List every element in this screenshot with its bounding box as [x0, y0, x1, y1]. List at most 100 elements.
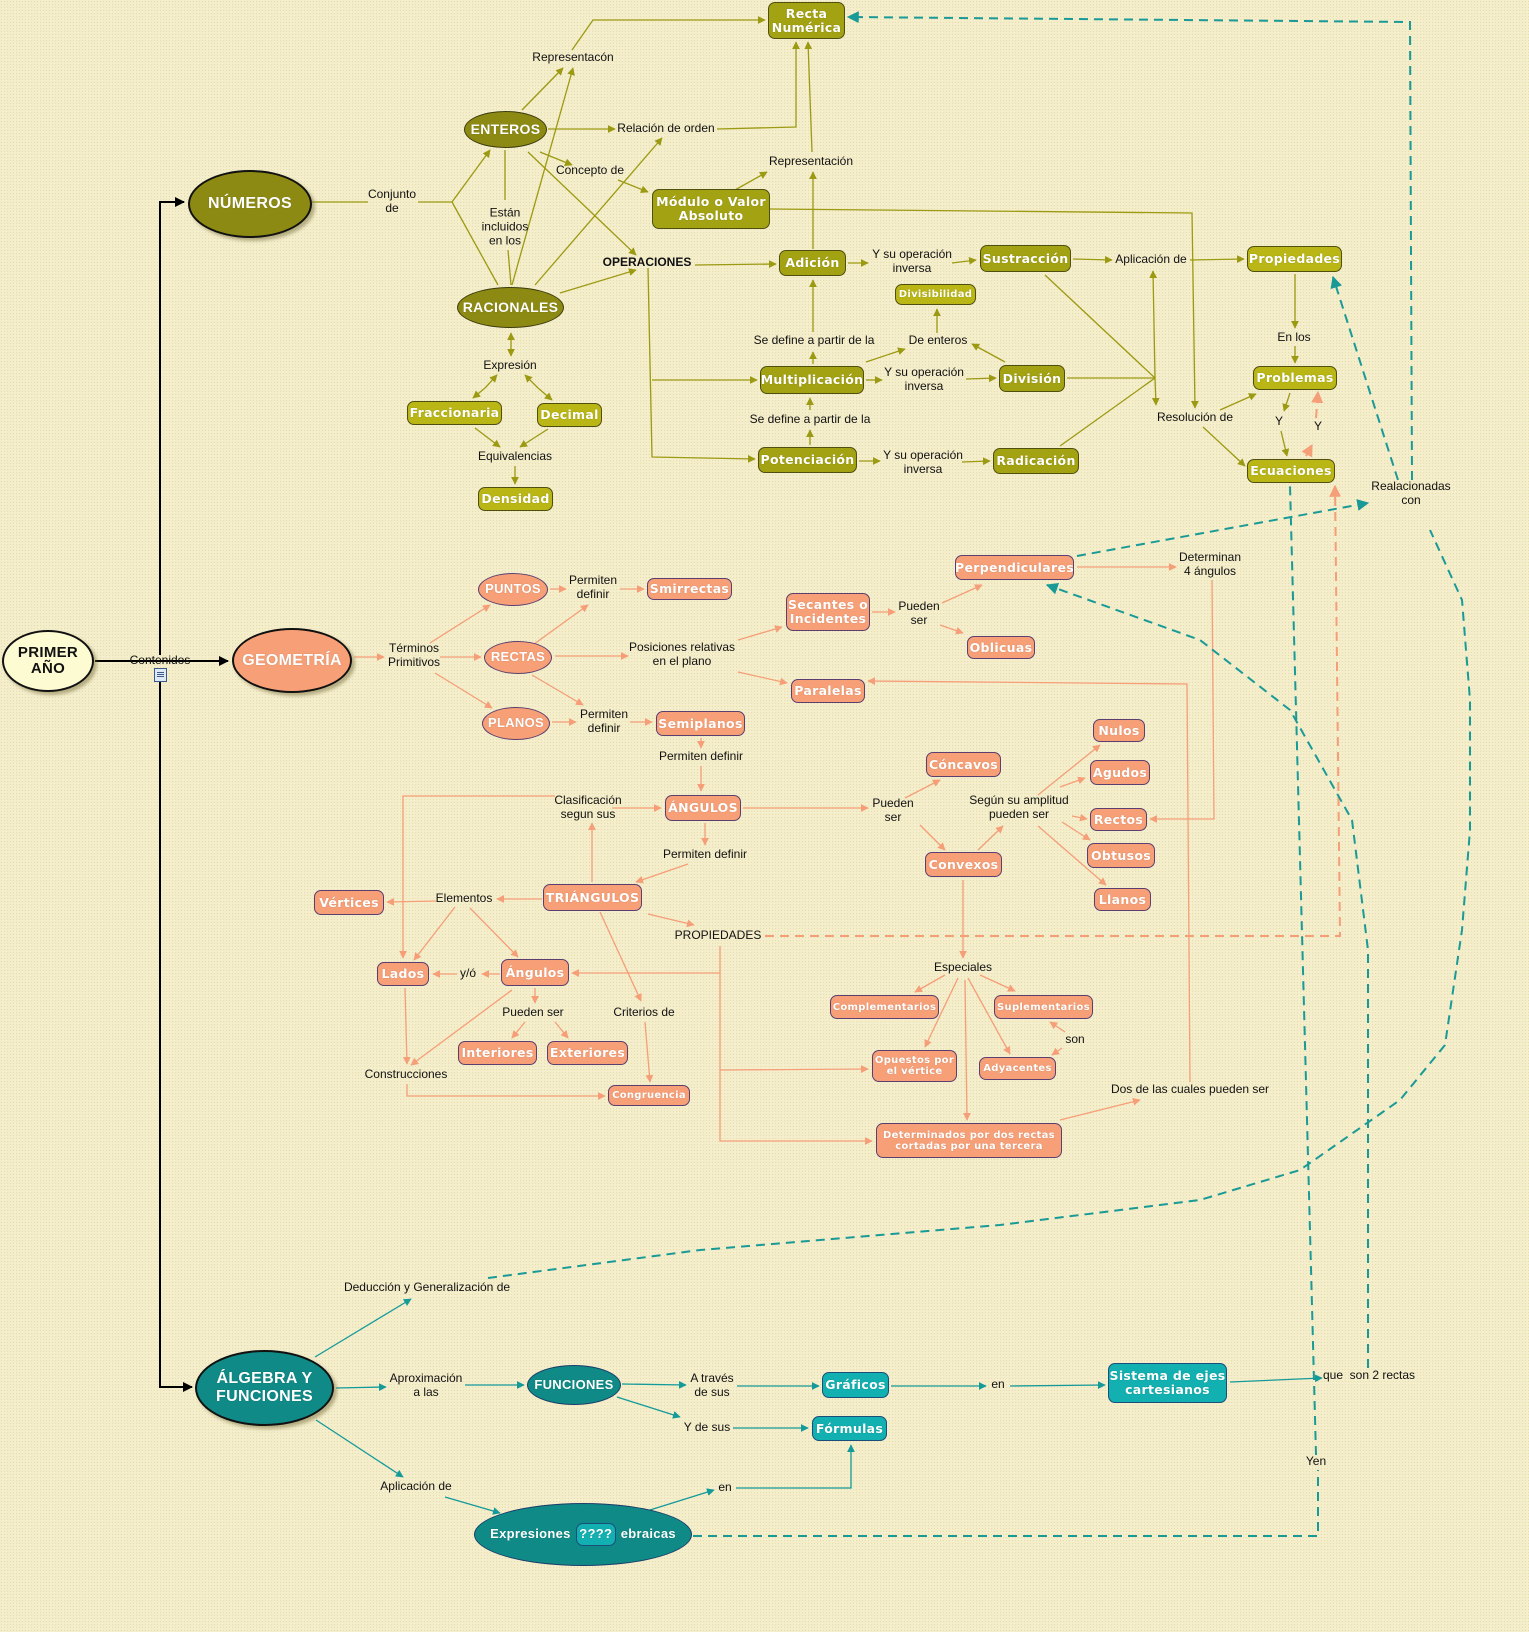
node-rectos[interactable]: Rectos — [1090, 808, 1147, 831]
connector-136 — [1009, 1381, 1106, 1389]
label-permiten-3: Permiten definir — [658, 749, 744, 764]
node-exteriores[interactable]: Exteriores — [547, 1041, 628, 1065]
node-problemas[interactable]: Problemas — [1253, 366, 1337, 390]
node-formulas[interactable]: Fórmulas — [812, 1416, 887, 1441]
label-y-2: Y — [1313, 419, 1323, 434]
connector-40 — [961, 457, 991, 466]
node-radicacion[interactable]: Radicación — [993, 448, 1079, 474]
label-aplicacion-de: Aplicación de — [380, 1479, 452, 1494]
connector-22 — [769, 208, 1199, 409]
connector-106 — [719, 946, 873, 1145]
node-triangulos[interactable]: TRIÁNGULOS — [543, 884, 642, 911]
connector-139 — [736, 1444, 855, 1489]
connector-87 — [399, 795, 555, 959]
connector-17 — [507, 249, 512, 286]
connector-80 — [1149, 579, 1215, 823]
node-graficos[interactable]: Gráficos — [822, 1372, 889, 1398]
node-paralelas[interactable]: Paralelas — [791, 679, 865, 703]
node-agudos[interactable]: Agudos — [1090, 760, 1150, 785]
connector-99 — [554, 1021, 569, 1039]
node-adicion[interactable]: Adición — [779, 250, 846, 276]
node-convexos[interactable]: Convexos — [925, 852, 1002, 877]
node-nulos[interactable]: Nulos — [1093, 719, 1145, 742]
node-determinados[interactable]: Determinados por dos rectas cortadas por… — [876, 1123, 1062, 1158]
node-congruencia[interactable]: Congruencia — [608, 1085, 690, 1106]
root-node-primer-ano[interactable]: PRIMER AÑO — [2, 630, 94, 692]
node-puntos[interactable]: PUNTOS — [478, 573, 548, 606]
node-expresiones-algebraicas[interactable]: Expresiones ???? ebraicas — [474, 1503, 692, 1566]
node-vertices[interactable]: Vértices — [314, 890, 384, 915]
node-division[interactable]: División — [999, 365, 1065, 392]
node-funciones[interactable]: FUNCIONES — [527, 1365, 621, 1405]
node-fraccionaria[interactable]: Fraccionaria — [407, 401, 502, 425]
node-obtusos[interactable]: Obtusos — [1087, 843, 1155, 868]
label-propiedades: PROPIEDADES — [674, 928, 762, 943]
dashed-connector-141 — [1289, 485, 1317, 1456]
node-angulos[interactable]: ÁNGULOS — [665, 795, 741, 821]
connector-71 — [737, 625, 783, 641]
connector-12 — [539, 151, 573, 166]
connector-41 — [1044, 274, 1156, 379]
placeholder-box[interactable]: ???? — [575, 1523, 616, 1546]
algebra-node[interactable]: ÁLGEBRA Y FUNCIONES — [195, 1350, 334, 1426]
node-planos[interactable]: PLANOS — [482, 707, 550, 740]
node-smirrectas[interactable]: Smirrectas — [647, 578, 732, 600]
node-semiplanos[interactable]: Semiplanos — [656, 711, 745, 736]
label-incluidos: Están incluidos en los — [481, 205, 529, 247]
label-que-son-2-rectas: que son 2 rectas — [1322, 1368, 1416, 1383]
node-concavos[interactable]: Cóncavos — [926, 752, 1001, 777]
node-sistema-cartesiano[interactable]: Sistema de ejes cartesianos — [1108, 1363, 1227, 1403]
label-especiales: Especiales — [933, 960, 993, 975]
node-interiores[interactable]: Interiores — [458, 1041, 537, 1065]
label-de-enteros: De enteros — [908, 333, 968, 348]
connector-57 — [472, 387, 486, 399]
node-racionales[interactable]: RACIONALES — [457, 287, 564, 328]
node-oblicuas[interactable]: Oblicuas — [967, 636, 1035, 659]
connector-43 — [1059, 377, 1156, 447]
connector-103 — [599, 911, 642, 1002]
node-potenciacion[interactable]: Potenciación — [758, 447, 857, 473]
connector-112 — [977, 825, 1004, 851]
node-lados[interactable]: Lados — [377, 962, 429, 986]
connector-82 — [1059, 1097, 1141, 1121]
node-ecuaciones[interactable]: Ecuaciones — [1247, 459, 1335, 483]
node-rectas[interactable]: RECTAS — [484, 641, 552, 674]
contenidos-label: Contenidos — [129, 653, 191, 668]
dashed-connector-146 — [487, 529, 1471, 1279]
connector-60 — [474, 427, 501, 448]
label-define-2: Se define a partir de la — [749, 412, 871, 427]
connector-116 — [1061, 821, 1091, 841]
node-perpendiculares[interactable]: Perpendiculares — [955, 555, 1074, 580]
geometria-node[interactable]: GEOMETRÍA — [232, 628, 352, 693]
connector-23 — [694, 260, 777, 268]
connector-34 — [865, 347, 906, 363]
connector-8 — [511, 67, 575, 286]
node-densidad[interactable]: Densidad — [478, 487, 553, 511]
node-decimal[interactable]: Decimal — [537, 403, 602, 427]
connector-15 — [534, 137, 663, 286]
connector-77 — [941, 584, 983, 604]
node-complementarios[interactable]: Complementarios — [830, 995, 939, 1019]
node-sustraccion[interactable]: Sustracción — [980, 245, 1071, 272]
node-recta-numerica[interactable]: Recta Numérica — [768, 2, 845, 39]
label-en-1: en — [991, 1377, 1005, 1392]
node-enteros[interactable]: ENTEROS — [464, 111, 547, 148]
connector-66 — [434, 672, 493, 709]
node-divisibilidad[interactable]: Divisibilidad — [895, 284, 976, 305]
node-adyacentes[interactable]: Adyacentes — [979, 1057, 1056, 1080]
node-suplementarios[interactable]: Suplementarios — [994, 995, 1093, 1019]
document-icon[interactable] — [154, 668, 167, 682]
node-multiplicacion[interactable]: Multiplicación — [760, 366, 864, 394]
numeros-node[interactable]: NÚMEROS — [188, 170, 312, 238]
node-llanos[interactable]: Llanos — [1094, 888, 1151, 911]
connector-58 — [524, 374, 539, 389]
node-secantes[interactable]: Secantes o Incidentes — [786, 593, 870, 631]
connector-9 — [571, 16, 766, 51]
node-propiedades[interactable]: Propiedades — [1247, 246, 1342, 272]
label-construcciones: Construcciones — [364, 1067, 448, 1082]
node-opuestos[interactable]: Opuestos por el vértice — [872, 1050, 957, 1082]
node-modulo[interactable]: Módulo o Valor Absoluto — [652, 189, 770, 229]
connector-132 — [616, 1396, 681, 1419]
node-angulos-triangulo[interactable]: Ángulos — [501, 959, 569, 986]
